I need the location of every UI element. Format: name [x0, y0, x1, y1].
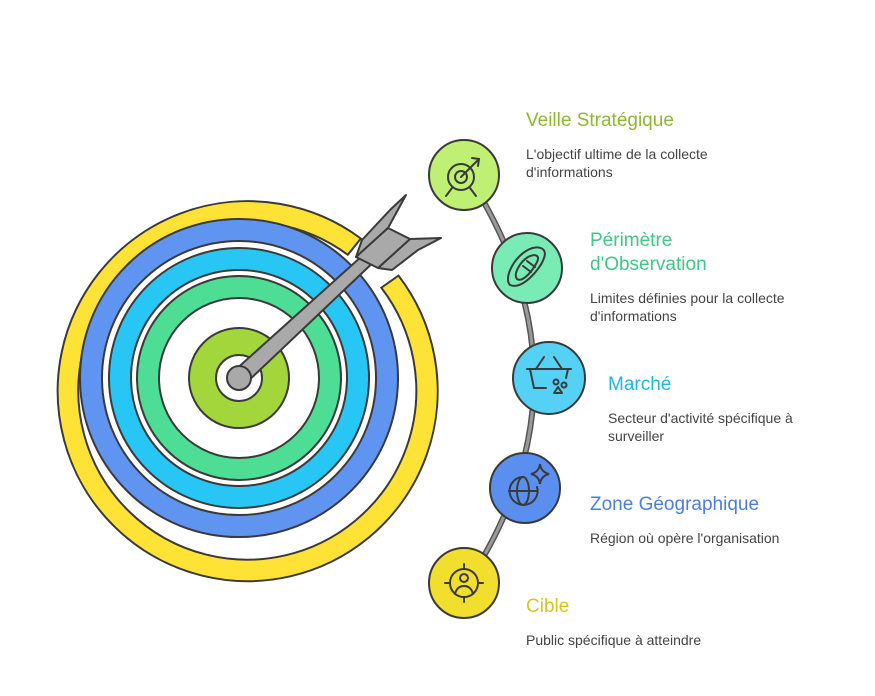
item-description: Limites définies pour la collecte d'info… [590, 290, 785, 324]
arrow [226, 194, 442, 391]
item-title: Périmètre d'Observation [590, 230, 707, 275]
item-description: Secteur d'activité spécifique à surveill… [608, 410, 793, 444]
node-cible [428, 547, 500, 619]
node-veille [428, 139, 500, 211]
node-perimetre [491, 232, 563, 304]
globe-sparkle-icon [508, 463, 550, 506]
target-arrow-icon [445, 157, 481, 197]
ring-marche [107, 247, 371, 509]
item-title: Marché [608, 374, 672, 395]
user-target-icon [444, 563, 484, 603]
ring-perimetre [135, 275, 343, 481]
item-title: Cible [526, 596, 570, 617]
node-marche [512, 341, 586, 415]
item-title: Zone Géographique [590, 494, 760, 515]
ring-zone-geographique [78, 218, 400, 538]
node-zone [489, 452, 561, 524]
item-description: Public spécifique à atteindre [526, 632, 702, 648]
item-title: Veille Stratégique [526, 110, 674, 131]
shield-lens-icon [507, 246, 546, 287]
item-description: L'objectif ultime de la collecte d'infor… [526, 146, 708, 180]
basket-icon [526, 356, 572, 394]
item-description: Région où opère l'organisation [590, 530, 780, 546]
